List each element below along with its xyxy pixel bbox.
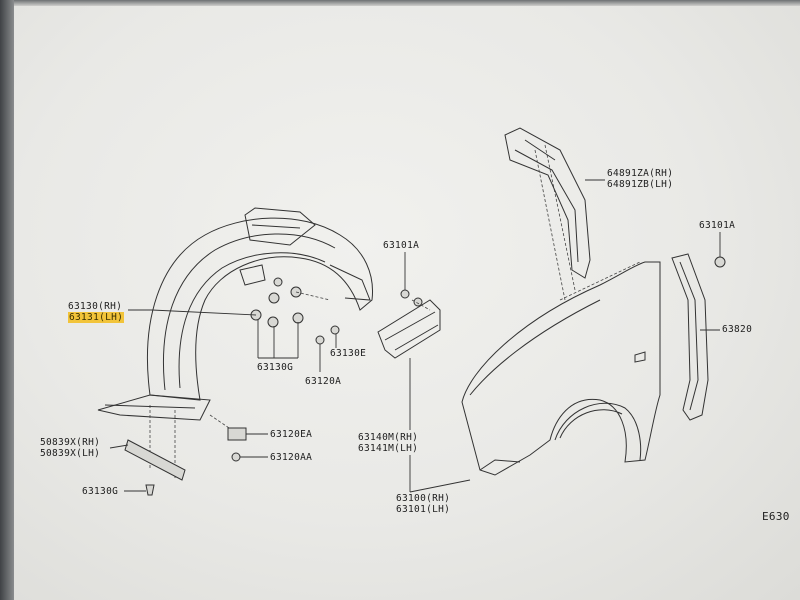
label-fender-63101-lh: 63101(LH) <box>396 504 451 515</box>
label-bolt-63101a-right: 63101A <box>699 220 736 231</box>
label-screw-63120aa: 63120AA <box>270 452 313 463</box>
label-bolt-63101a-mid: 63101A <box>383 240 420 251</box>
label-screw-63130e: 63130E <box>330 348 367 359</box>
label-diagram-code: E630 <box>762 510 790 523</box>
clip-63130g-bottom <box>145 484 155 496</box>
label-clip-63120ea: 63120EA <box>270 429 313 440</box>
label-bracket-63140m-rh: 63140M(RH) <box>358 432 419 443</box>
label-protector-63820: 63820 <box>722 324 753 335</box>
label-bracket-50839x-rh: 50839X(RH) <box>40 437 101 448</box>
label-bracket-63141m-lh: 63141M(LH) <box>358 443 419 454</box>
label-liner-rh: 63130(RH) <box>68 301 123 312</box>
label-bracket-50839x-lh: 50839X(LH) <box>40 448 101 459</box>
splash-seal <box>504 127 591 279</box>
label-fender-63100-rh: 63100(RH) <box>396 493 451 504</box>
label-clip-63130g-bottom: 63130G <box>82 486 119 497</box>
clip-63120ea <box>227 427 247 441</box>
label-seal-64891zb-lh: 64891ZB(LH) <box>607 179 674 190</box>
label-liner-lh: 63131(LH) <box>68 312 125 323</box>
fender-protector <box>671 253 709 421</box>
liner-clips <box>250 277 340 345</box>
front-fender <box>461 261 661 476</box>
monitor-bezel-top <box>0 0 800 6</box>
monitor-bezel-left <box>0 0 14 600</box>
fender-bracket <box>377 289 441 359</box>
label-seal-64891za-rh: 64891ZA(RH) <box>607 168 674 179</box>
label-clip-63130g: 63130G <box>257 362 294 373</box>
bracket-50839x <box>124 439 186 481</box>
screw-63120aa <box>231 452 241 462</box>
label-clip-63120a: 63120A <box>305 376 342 387</box>
bolt-63101a-right <box>714 256 726 268</box>
